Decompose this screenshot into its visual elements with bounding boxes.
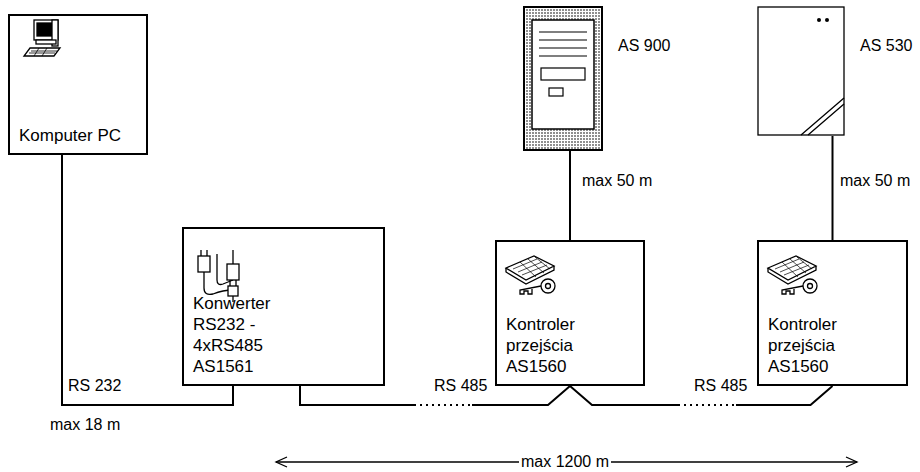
- dimension-arrowhead: [276, 457, 287, 467]
- controller-box: Kontroler przejścia AS1560: [495, 240, 645, 386]
- connector-label: RS 485: [692, 377, 749, 395]
- computer-box: Komputer PC: [8, 14, 148, 155]
- drive-bay-line: [539, 47, 587, 48]
- bus-gap: [678, 401, 736, 409]
- connector-label: RS 485: [432, 377, 489, 395]
- plug-pins: [201, 250, 207, 256]
- box-label: Konwerter RS232 - 4xRS485 AS1561: [193, 293, 293, 377]
- cable-line: [569, 151, 571, 240]
- dimension-arrowhead: [846, 457, 857, 467]
- key-shaft: [520, 286, 541, 294]
- bus-dotted: [414, 404, 472, 406]
- converter-box: Konwerter RS232 - 4xRS485 AS1561: [182, 227, 385, 386]
- keypad-keys: [513, 257, 550, 277]
- wall-unit-drawing: [757, 6, 845, 136]
- tower-case: [524, 7, 602, 150]
- device-label: AS 530: [860, 36, 912, 55]
- tower-front: [532, 20, 594, 129]
- connector-label: RS 232: [66, 377, 123, 395]
- stand: [36, 40, 56, 44]
- key-hole: [808, 284, 813, 289]
- key-head: [541, 279, 555, 293]
- plug: [198, 256, 210, 272]
- drive-bay-line: [539, 39, 587, 40]
- panel-device: AS 530: [757, 6, 845, 136]
- keypad-key-icon: [506, 256, 555, 294]
- server-device: AS 900: [523, 6, 603, 151]
- computer-icon: [24, 20, 60, 56]
- bus-dotted: [678, 404, 736, 406]
- power-button: [549, 88, 563, 96]
- dimension-label: max 18 m: [48, 416, 122, 434]
- server-tower-drawing: [523, 6, 603, 151]
- keypad-key-icon: [768, 256, 817, 294]
- box-label: Komputer PC: [19, 125, 142, 146]
- dimension-label: max 1200 m: [519, 453, 611, 471]
- box-label: Kontroler przejścia AS1560: [506, 314, 598, 377]
- connector-label: max 50 m: [580, 172, 654, 190]
- keypad-keys: [775, 257, 812, 277]
- box-label: Kontroler przejścia AS1560: [768, 314, 860, 377]
- keyboard-keys: [29, 48, 57, 56]
- plug-pins: [230, 250, 236, 286]
- drive-bay-line: [539, 55, 587, 56]
- controller-box: Kontroler przejścia AS1560: [757, 240, 908, 386]
- key-head: [803, 279, 817, 293]
- plug: [227, 264, 239, 280]
- unit-case: [758, 7, 844, 135]
- key-hole: [546, 284, 551, 289]
- keyboard: [24, 48, 60, 56]
- drive-bay-line: [539, 31, 587, 32]
- connector-label: max 50 m: [838, 172, 912, 190]
- key-shaft: [782, 286, 803, 294]
- cable-line: [832, 136, 834, 240]
- indicator-led: [817, 18, 821, 22]
- bus-gap: [414, 401, 472, 409]
- device-label: AS 900: [618, 36, 670, 55]
- case-edge: [801, 98, 844, 135]
- drive-slot: [541, 68, 585, 80]
- indicator-led: [825, 18, 829, 22]
